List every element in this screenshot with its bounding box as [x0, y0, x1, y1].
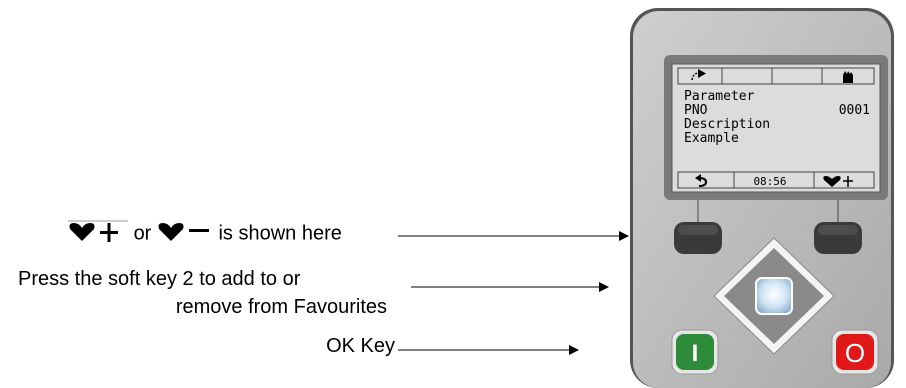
- start-key-label: I: [692, 340, 699, 367]
- screen-line-1: Parameter: [684, 89, 755, 104]
- ok-key[interactable]: [755, 277, 793, 315]
- hand-icon: [843, 71, 853, 83]
- back-arrow-icon: [695, 174, 708, 187]
- soft-key-2[interactable]: [814, 222, 862, 254]
- screen-pno-value: 0001: [839, 103, 870, 118]
- ok-key-annotation: OK Key: [326, 335, 395, 357]
- start-key[interactable]: I: [671, 329, 719, 375]
- lcd-screen: [664, 55, 888, 200]
- heart-toggle-annotation: or is shown here: [68, 220, 342, 248]
- heart-minus-icon: [157, 220, 213, 248]
- heart-plus-icon: [68, 220, 128, 248]
- stop-key[interactable]: O: [831, 329, 879, 375]
- soft-key-annotation-line-2: remove from Favourites: [175, 296, 387, 318]
- navigate-arrow-icon: [691, 69, 706, 81]
- soft-key-annotation-line-1: Press the soft key 2 to add to or: [18, 268, 301, 290]
- or-text: or: [133, 222, 152, 245]
- heart-plus-icon: [823, 176, 853, 187]
- screen-time: 08:56: [753, 175, 786, 188]
- screen-line-3: Description: [684, 117, 770, 132]
- soft-key-1[interactable]: [674, 222, 722, 254]
- screen-line-2: PNO: [684, 103, 708, 118]
- screen-line-4: Example: [684, 131, 739, 146]
- stop-key-label: O: [845, 338, 865, 368]
- shown-here-text: is shown here: [218, 222, 342, 245]
